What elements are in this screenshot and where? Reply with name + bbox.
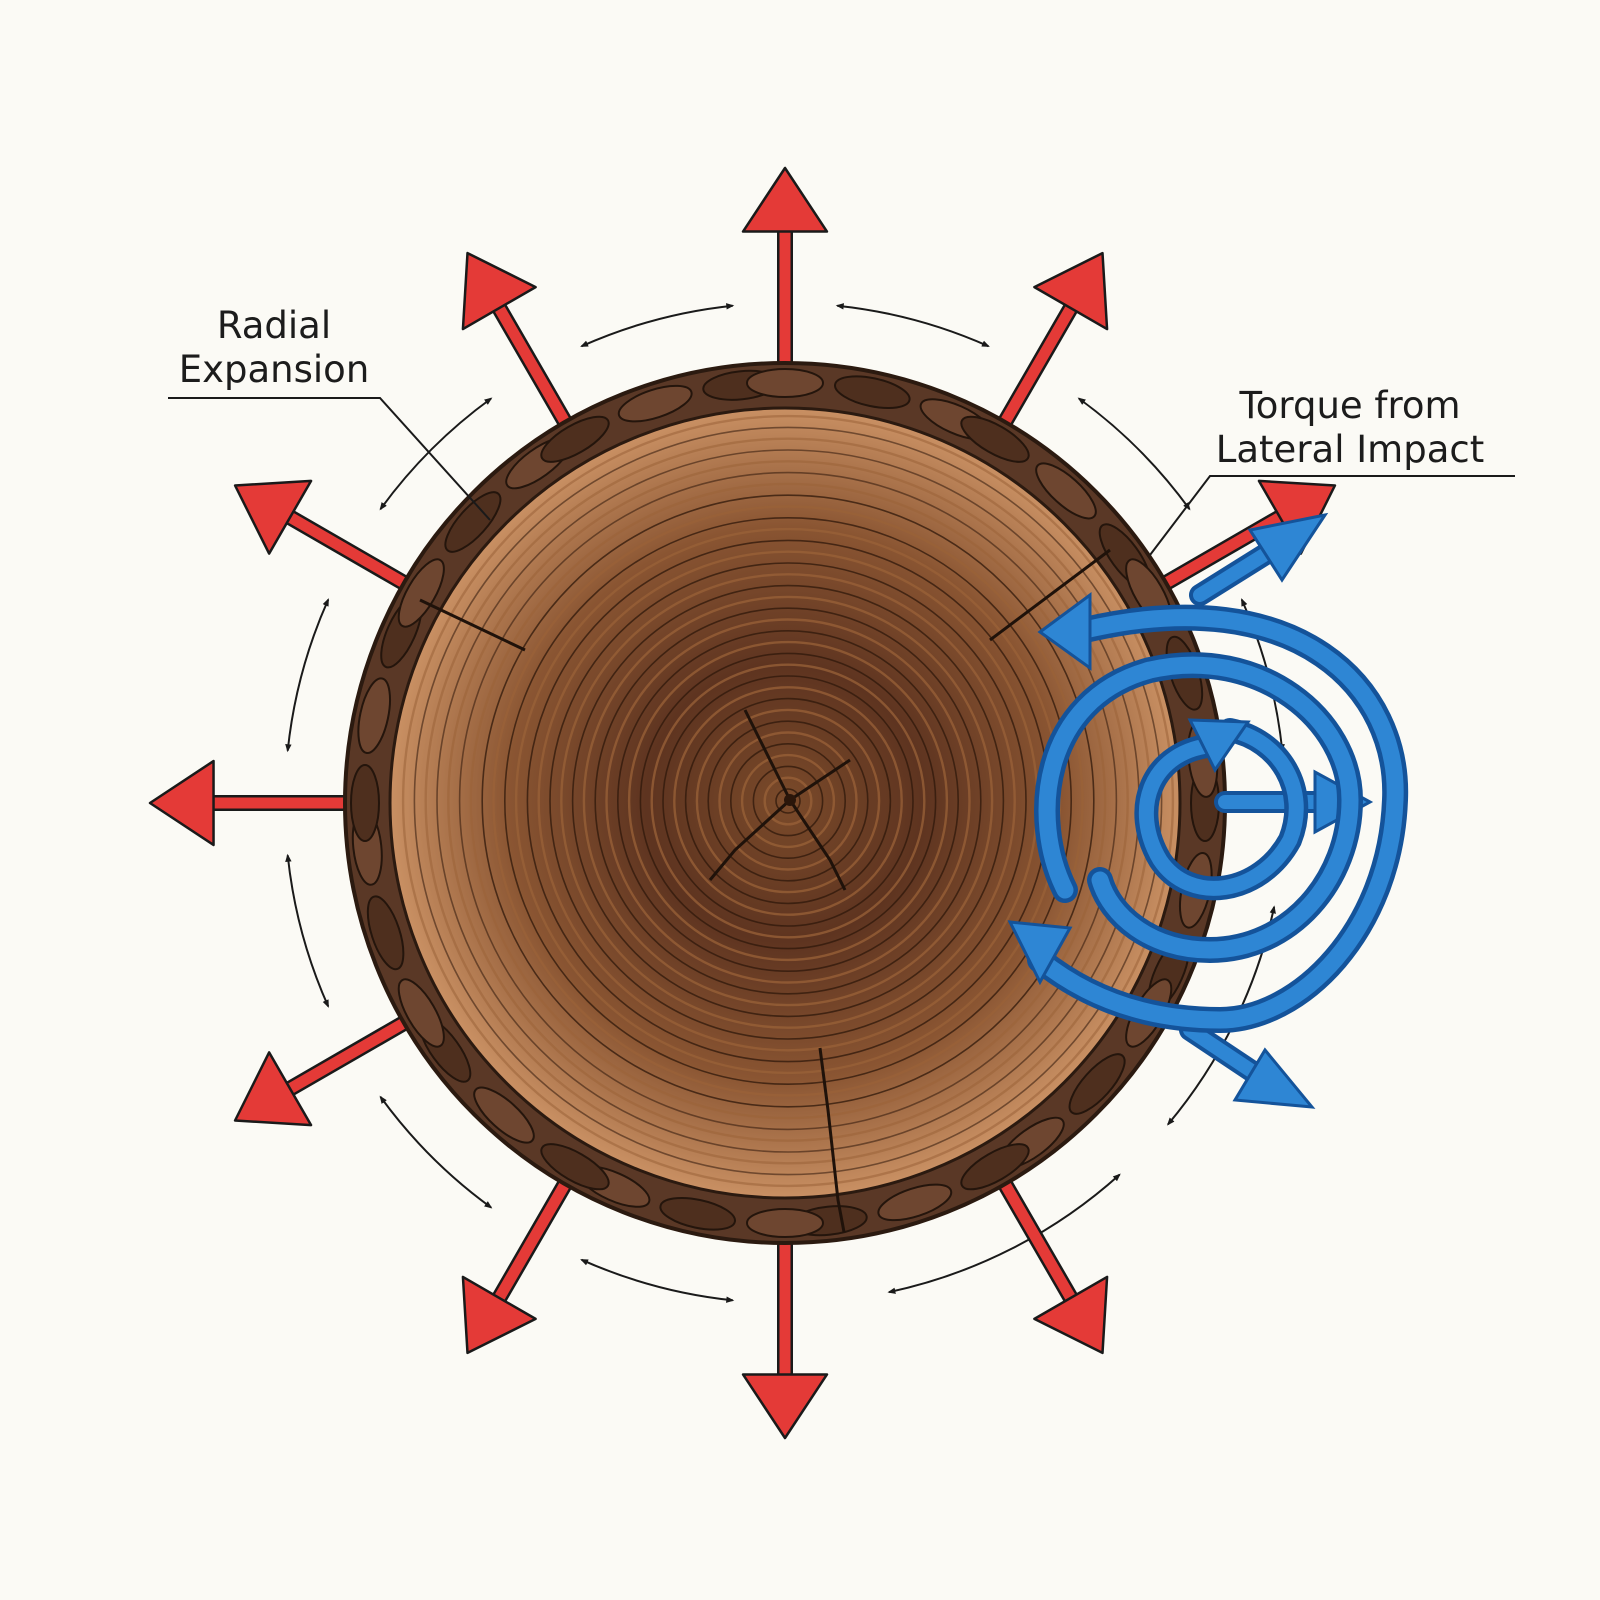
bark-plate bbox=[444, 491, 502, 553]
growth-ring bbox=[729, 742, 846, 859]
growth-ring bbox=[695, 708, 881, 894]
tangential-arc-arrow bbox=[379, 1095, 493, 1209]
log-cross-section bbox=[343, 361, 1227, 1245]
bark-plate bbox=[540, 415, 610, 463]
radial-leader-line bbox=[168, 397, 491, 521]
radial-arrow bbox=[233, 479, 417, 595]
radial-expansion-label: Radial Expansion bbox=[168, 304, 491, 521]
tangential-arc-arrow bbox=[285, 853, 330, 1008]
spiral-arrowhead-bottom bbox=[1007, 920, 1073, 986]
torque-arrowhead-upper bbox=[1247, 512, 1329, 583]
tangential-arc-arrow bbox=[1077, 397, 1191, 511]
growth-ring bbox=[616, 629, 959, 972]
tangential-arc-arrow bbox=[835, 303, 990, 348]
growth-ring bbox=[707, 720, 869, 882]
bark-plate bbox=[746, 1208, 824, 1238]
growth-ring bbox=[571, 584, 1005, 1018]
bark-plate bbox=[746, 368, 824, 398]
bark-plate bbox=[350, 764, 380, 842]
bark-plate bbox=[366, 895, 405, 971]
radial-arrow bbox=[233, 1011, 417, 1127]
radial-label-line2: Expansion bbox=[179, 348, 370, 391]
radial-arrowhead bbox=[1033, 251, 1109, 331]
bark-plate bbox=[1068, 1053, 1126, 1115]
torque-arrows bbox=[1007, 512, 1409, 1109]
radial-arrow bbox=[741, 1233, 829, 1440]
bark-plate bbox=[834, 375, 911, 410]
bark-plate bbox=[473, 1086, 535, 1144]
radial-arrowhead bbox=[233, 1051, 313, 1127]
radial-arrow bbox=[993, 251, 1109, 435]
growth-ring bbox=[662, 675, 914, 927]
radial-arrowhead bbox=[461, 251, 537, 331]
growth-ring bbox=[684, 697, 892, 905]
radial-arrowhead bbox=[148, 759, 215, 847]
growth-ring bbox=[492, 505, 1084, 1097]
torque-spiral bbox=[1007, 592, 1409, 1034]
radial-arrowhead bbox=[233, 479, 313, 555]
radial-arrow bbox=[148, 759, 355, 847]
growth-ring bbox=[639, 652, 937, 950]
radial-arrowhead bbox=[461, 1275, 537, 1355]
bark-plate bbox=[397, 558, 445, 628]
bark-plate bbox=[617, 384, 693, 423]
pith bbox=[784, 794, 796, 806]
growth-ring bbox=[594, 607, 982, 995]
growth-ring bbox=[605, 618, 971, 984]
bark-plate bbox=[357, 677, 392, 754]
growth-ring bbox=[582, 595, 994, 1007]
growth-ring bbox=[413, 426, 1163, 1176]
growth-ring bbox=[549, 562, 1027, 1040]
radial-arrow bbox=[461, 1171, 577, 1355]
torque-label-line1: Torque from bbox=[1238, 384, 1460, 427]
bark-plate bbox=[540, 1143, 610, 1191]
tangential-arc-arrow bbox=[887, 1173, 1121, 1294]
growth-ring bbox=[673, 686, 903, 916]
growth-ring bbox=[752, 765, 824, 837]
tangential-arc-arrow bbox=[379, 397, 493, 511]
growth-ring bbox=[740, 753, 836, 849]
growth-ring bbox=[763, 776, 813, 826]
bark-plate bbox=[659, 1196, 736, 1231]
bark-plate bbox=[960, 1143, 1030, 1191]
spiral-arrowhead-inner bbox=[1187, 718, 1251, 773]
growth-ring bbox=[469, 482, 1107, 1120]
growth-ring bbox=[650, 663, 926, 939]
check-cracks bbox=[419, 548, 1111, 1233]
growth-ring bbox=[775, 788, 801, 814]
torque-label: Torque from Lateral Impact bbox=[1149, 384, 1515, 556]
growth-ring bbox=[447, 460, 1129, 1142]
radial-arrow bbox=[741, 166, 829, 373]
torque-label-line2: Lateral Impact bbox=[1216, 428, 1484, 471]
torque-leader-line bbox=[1149, 475, 1515, 556]
growth-ring bbox=[627, 640, 949, 962]
growth-ring bbox=[481, 494, 1095, 1108]
bark-plate bbox=[877, 1183, 953, 1222]
bark-plate bbox=[1035, 462, 1097, 520]
radial-label-line1: Radial bbox=[217, 304, 331, 347]
tangential-arc-arrow bbox=[285, 598, 330, 753]
radial-arrowhead bbox=[741, 166, 829, 233]
radial-arrowhead bbox=[741, 1373, 829, 1440]
growth-ring bbox=[401, 414, 1175, 1188]
spiral-arrowhead-top bbox=[1037, 592, 1092, 671]
growth-ring bbox=[560, 573, 1016, 1029]
bark-plate bbox=[960, 415, 1030, 463]
radial-arrow bbox=[461, 251, 577, 435]
growth-ring bbox=[718, 731, 858, 871]
tangential-arc-arrow bbox=[580, 303, 735, 348]
radial-arrowhead bbox=[1033, 1275, 1109, 1355]
growth-ring bbox=[503, 516, 1073, 1086]
growth-ring bbox=[458, 471, 1118, 1131]
bark-plate bbox=[397, 978, 445, 1048]
tangential-arc-arrow bbox=[580, 1258, 735, 1303]
radial-arrow bbox=[993, 1171, 1109, 1355]
torque-arrowhead-lower bbox=[1232, 1047, 1316, 1109]
